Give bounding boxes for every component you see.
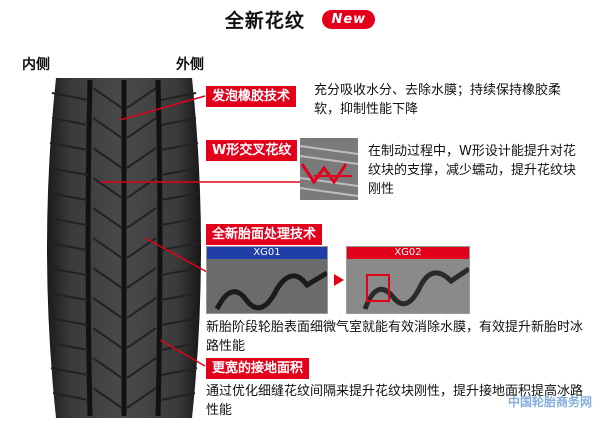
xg02-texture	[347, 259, 469, 313]
outer-side-label: 外侧	[176, 57, 204, 73]
arrow-right-icon	[334, 274, 344, 286]
feature-tag-foam-rubber: 发泡橡胶技术	[206, 86, 297, 107]
page-title: 全新花纹	[224, 10, 305, 32]
xg02-label: XG02	[347, 247, 469, 259]
inner-side-label: 内侧	[22, 57, 50, 73]
page-title-row: 全新花纹 New	[0, 6, 600, 33]
tire-tread-image	[47, 78, 201, 418]
xg02-panel: XG02	[346, 246, 470, 314]
feature-desc-tread-treatment: 新胎阶段轮胎表面细微气室就能有效消除水膜，有效提升新胎时冰路性能	[206, 320, 584, 354]
feature-desc-wider-contact: 通过优化细缝花纹间隔来提升花纹块刚性，提升接地面积提高冰路性能	[206, 384, 584, 418]
w-pattern-diagram	[300, 138, 358, 200]
xg01-texture	[207, 259, 327, 313]
new-badge: New	[322, 10, 376, 29]
xg01-panel: XG01	[206, 246, 328, 314]
feature-tag-w-pattern: W形交叉花纹	[206, 140, 298, 161]
feature-tag-tread-treatment: 全新胎面处理技术	[206, 224, 323, 245]
feature-desc-foam-rubber: 充分吸收水分、去除水膜；持续保持橡胶柔软，抑制性能下降	[314, 83, 562, 117]
watermark-logo: 中国轮胎商务网	[507, 395, 592, 409]
feature-tag-wider-contact: 更宽的接地面积	[206, 358, 310, 379]
xg01-label: XG01	[207, 247, 327, 259]
feature-desc-w-pattern: 在制动过程中，W形设计能提升对花纹块的支撑，减少蠕动，提升花纹块刚性	[368, 144, 577, 197]
